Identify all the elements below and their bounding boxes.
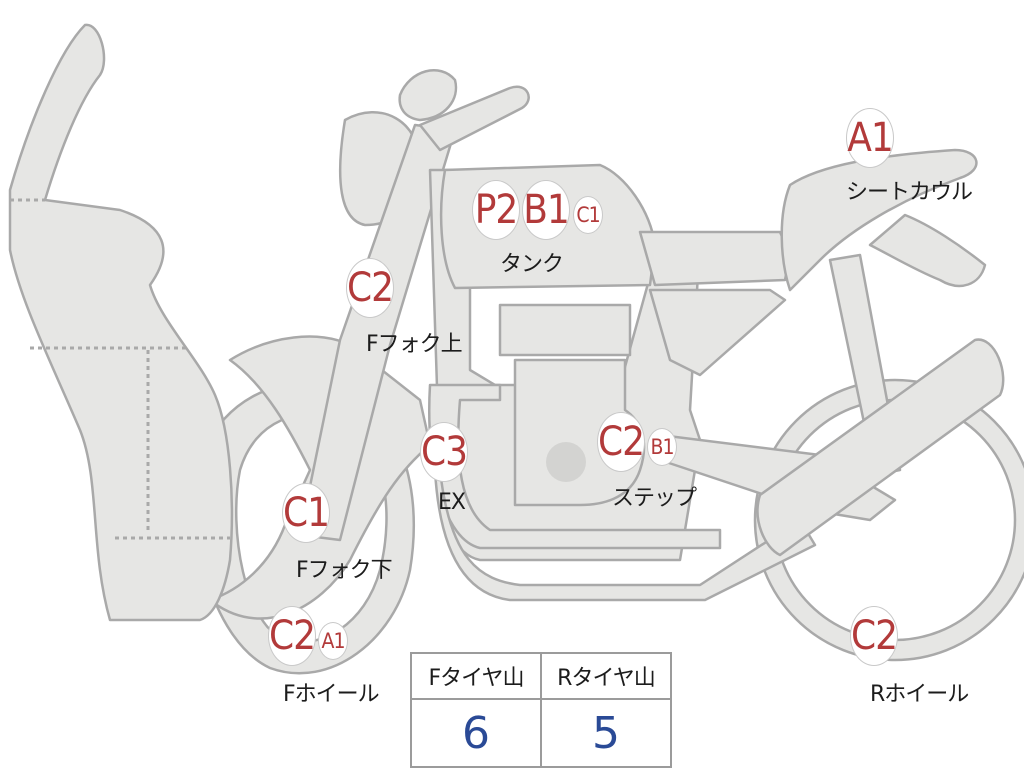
front-wheel-label: Fホイール [283,682,380,707]
step-grade-badge-b1: B1 [647,428,677,466]
rear-wheel-grade-badge: C2 [850,606,898,666]
fork-lower-grade-badge: C1 [282,483,330,543]
tank-grade-badge-p2: P2 [472,180,520,240]
tank-grade-badge-b1: B1 [522,180,570,240]
rear-tread-value: 5 [540,698,672,768]
tail-fender-shape [868,213,987,288]
exhaust-label: EX [438,490,466,515]
front-wheel-grade-badge-a1: A1 [318,622,348,660]
mirror-shape [398,69,458,122]
step-grade-badge-c2: C2 [597,412,645,472]
tank-label: タンク [500,252,564,277]
front-tread-value: 6 [410,698,542,768]
front-tread-header: Fタイヤ山 [410,652,542,700]
rear-wheel-label: Rホイール [870,682,969,707]
exhaust-grade-badge: C3 [420,422,468,482]
exhaust-pipe-lower-shape [433,468,817,602]
engine-cover-shape [546,442,586,482]
fairing-shape [8,23,234,622]
seat-cowl-grade-badge: A1 [846,108,894,168]
side-panel-shape [648,288,787,377]
fork-upper-label: Fフォク上 [366,332,463,357]
seat-cowl-label: シートカウル [846,180,973,205]
step-label: ステップ [612,486,697,511]
engine-top-shape [498,303,632,357]
side-cover-shape [638,230,792,287]
tank-grade-badge-c1: C1 [573,196,603,234]
rear-tread-header: Rタイヤ山 [540,652,672,700]
tire-tread-table: Fタイヤ山 Rタイヤ山 6 5 [410,652,672,768]
muffler-shape [756,338,1005,557]
fork-lower-label: Fフォク下 [296,558,393,583]
handlebar-shape [418,85,530,152]
front-wheel-grade-badge-c2: C2 [268,606,316,666]
fork-upper-grade-badge: C2 [346,258,394,318]
